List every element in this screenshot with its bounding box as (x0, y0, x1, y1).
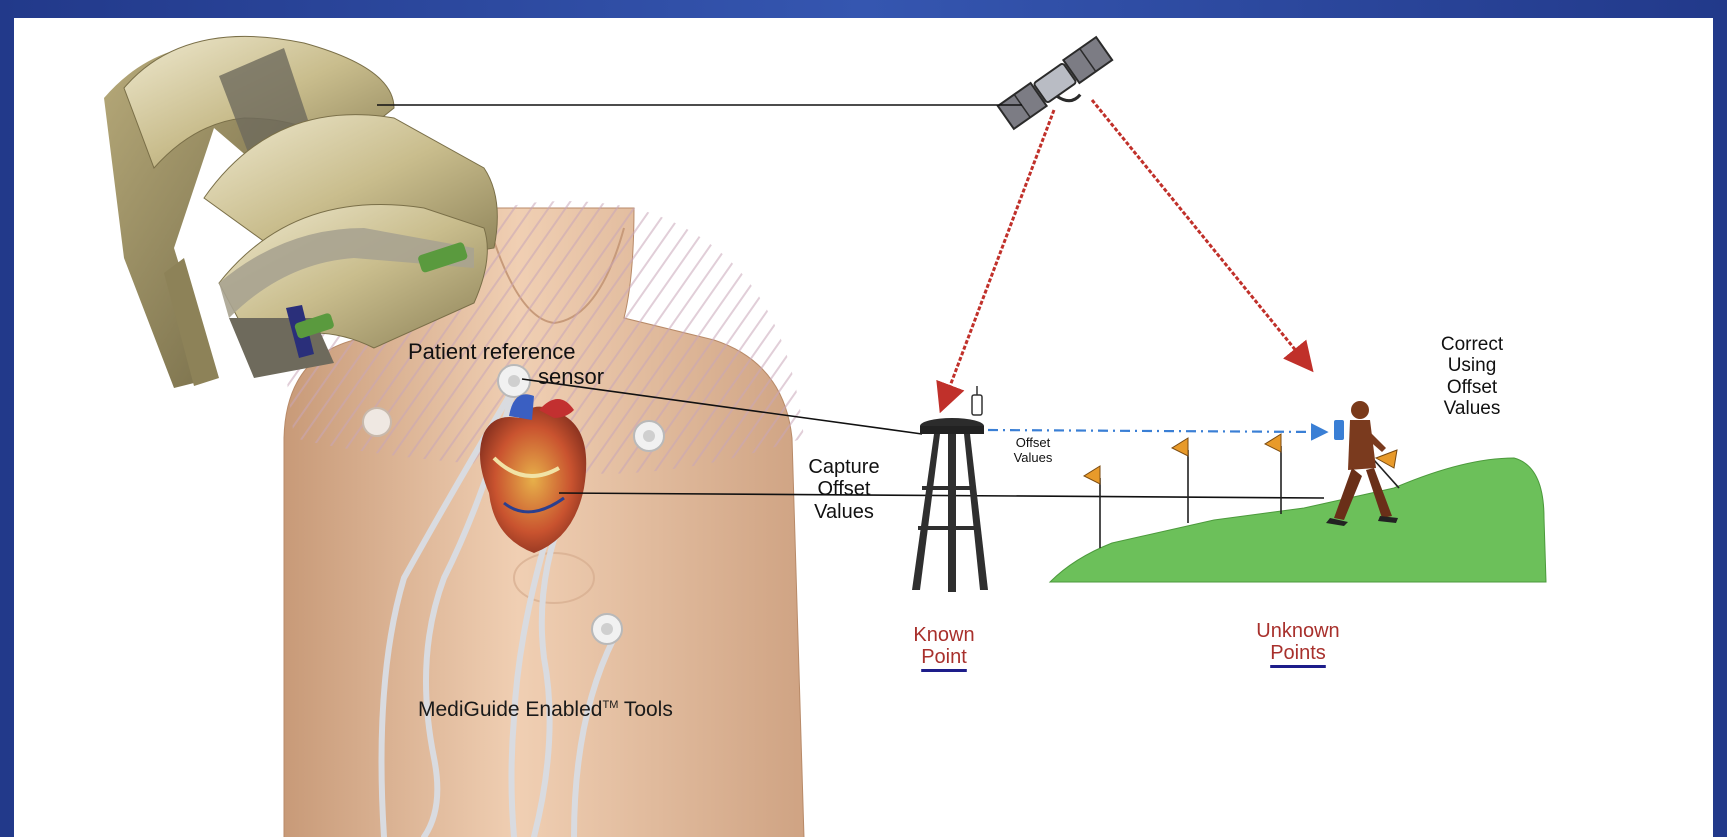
sensor-pad-icon (592, 614, 622, 644)
flag-icon (1265, 434, 1281, 514)
offset-values-label: Offset Values (998, 436, 1068, 465)
offset-line1: Offset (998, 436, 1068, 451)
terrain-hill (1050, 458, 1546, 582)
offset-arrow (988, 430, 1322, 432)
tools-suffix: Tools (618, 698, 672, 721)
known-point-label: Known Point (894, 624, 994, 669)
diagram-scene (14, 18, 1713, 837)
patient-reference-sensor-label: Patient reference sensor (408, 340, 638, 389)
capture-line1: Capture (784, 456, 904, 478)
known-line1: Known (894, 624, 994, 646)
unknown-line2: Points (1238, 642, 1358, 664)
known-line2: Point (894, 646, 994, 668)
patient-reference-sensor-line2: sensor (408, 365, 638, 390)
satellite-icon (998, 37, 1119, 138)
patient-reference-sensor-line1: Patient reference (408, 340, 638, 365)
survey-tripod-icon (912, 386, 988, 592)
capture-offset-values-label: Capture Offset Values (784, 456, 904, 523)
sensor-pad-icon (363, 408, 391, 436)
correct-line4: Values (1430, 398, 1514, 419)
offset-line2: Values (998, 451, 1068, 466)
signal-arrows (944, 100, 1306, 402)
correct-using-offset-values-label: Correct Using Offset Values (1430, 334, 1514, 419)
tools-prefix: MediGuide Enabled (418, 698, 602, 721)
capture-line3: Values (784, 501, 904, 523)
correct-line1: Correct (1430, 334, 1514, 355)
tools-tm: TM (602, 699, 618, 711)
unknown-line1: Unknown (1238, 620, 1358, 642)
sensor-pad-icon (634, 421, 664, 451)
diagram-panel: Patient reference sensor Capture Offset … (14, 18, 1713, 837)
unknown-points-label: Unknown Points (1238, 620, 1358, 665)
correct-line2: Using (1430, 355, 1514, 376)
mediguide-tools-label: MediGuide EnabledTM Tools (418, 698, 778, 722)
flag-icon (1172, 438, 1188, 523)
capture-line2: Offset (784, 478, 904, 500)
flag-icon (1084, 466, 1100, 548)
correct-line3: Offset (1430, 377, 1514, 398)
